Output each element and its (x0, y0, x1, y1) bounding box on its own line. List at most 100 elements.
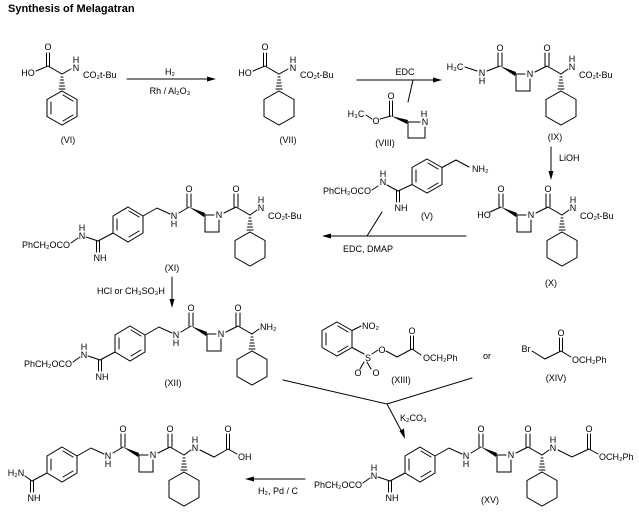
atom-label: OH (238, 452, 252, 462)
compound-label: (V) (421, 211, 433, 221)
compound-label: (VII) (280, 135, 297, 145)
bonds (24, 433, 238, 482)
compound-XII: PhCH₂OCO N H NH N H O N O NH₂ (XII) (24, 303, 277, 388)
atom-label: H (79, 223, 86, 233)
atom-label: H₃C (348, 109, 365, 119)
atom-label: O (387, 91, 394, 101)
atom-label: NH (94, 253, 107, 263)
atom-label: H (371, 463, 378, 473)
arrowhead (399, 428, 405, 439)
benzyl-ester: OCH₂Ph (599, 452, 634, 462)
bonds (351, 325, 422, 370)
atom-label: H (258, 195, 265, 205)
atom-label: O (166, 424, 173, 434)
bonds (252, 52, 289, 75)
atom-label: H (380, 169, 387, 179)
reagent-label: LiOH (559, 153, 580, 163)
atom-label: H (479, 76, 486, 86)
atom-label: N (527, 69, 534, 79)
cbz-group: PhCH₂OCO (314, 480, 362, 490)
atom-label: NO₂ (362, 321, 380, 331)
compound-IX: H₃C N H O N O N H CO₂t-Bu (IX) (447, 43, 613, 142)
benzyl-ester: OCH₂Ph (423, 353, 458, 363)
reagent-label: EDC, DMAP (343, 244, 393, 254)
arrowhead (169, 299, 175, 308)
bonds (464, 65, 501, 72)
atom-label: O (187, 303, 194, 313)
atom-label: O (557, 328, 564, 338)
atom-label: NH₂ (260, 322, 277, 332)
reaction-arrow (282, 377, 473, 435)
benzyl-ester: OCH₂Ph (572, 355, 607, 365)
atom-label: H (173, 338, 180, 348)
atom-label: O (119, 424, 126, 434)
atom-label: H (463, 459, 470, 469)
atom-label: N (570, 203, 577, 213)
atom-label: H (570, 195, 577, 205)
reagent-label: H₂ (165, 67, 175, 77)
compound-label: (VIII) (375, 138, 395, 148)
atom-label: N (290, 63, 297, 73)
compound-label: (IX) (548, 132, 563, 142)
compound-label: (XIII) (391, 375, 411, 385)
atom-label: NH (96, 372, 109, 382)
arrowhead (548, 171, 554, 180)
atom-label: O (44, 42, 51, 52)
atom-label: N (528, 210, 535, 220)
benzene-ring (411, 158, 443, 194)
compound-XIV: Br O OCH₂Ph (XIV) (522, 328, 607, 383)
atom-label: O (232, 184, 239, 194)
atom-label: NH (386, 493, 399, 503)
compound-XI: PhCH₂OCO N H NH N H O N O N H CO₂t-Bu (X… (22, 184, 302, 273)
atom-label: N (79, 231, 86, 241)
atom-label: N (216, 210, 223, 220)
reagent-label: Rh / Al₂O₃ (150, 86, 191, 96)
atom-label: O (234, 303, 241, 313)
atom-label: N (81, 350, 88, 360)
atom-label: N (380, 177, 387, 187)
boc-group: CO₂t-Bu (83, 70, 117, 80)
atom-label: NH (28, 493, 41, 503)
atom-label: N (508, 450, 515, 460)
atom-label: H₂N (8, 468, 25, 478)
compound-melagatran: H₂N NH N H O N O N H O OH (8, 424, 252, 507)
benzene-ring (321, 321, 353, 357)
azetidine-cyclohexyl-unit (498, 193, 578, 267)
atom-label: O (496, 43, 503, 53)
azetidine-cyclohexyl-unit (188, 312, 268, 386)
atom-label: Br (522, 344, 531, 354)
cbz-group: PhCH₂OCO (323, 186, 371, 196)
atom-label: N (371, 471, 378, 481)
atom-label: N (173, 330, 180, 340)
atom-label: H (105, 459, 112, 469)
atom-label: O (185, 184, 192, 194)
compound-VIII: O H₃C O N H (VIII) (348, 91, 429, 148)
atom-label: N (258, 203, 265, 213)
compound-label: (XI) (165, 263, 180, 273)
bonds (35, 52, 72, 75)
atom-label: N (105, 451, 112, 461)
wedge-bond (391, 116, 408, 124)
bonds (371, 159, 470, 203)
atom-label: N (192, 443, 199, 453)
atom-label: O (354, 368, 361, 378)
reagent-label: K₂CO₃ (400, 413, 427, 423)
cyclohexane-ring (263, 90, 295, 126)
boc-group: CO₂t-Bu (300, 70, 334, 80)
atom-label: HO (21, 68, 35, 78)
atom-label: N (73, 63, 80, 73)
hashed-bond (275, 76, 283, 90)
compound-V: NH₂ N H PhCH₂OCO NH (V) (323, 158, 489, 221)
atom-label: NH (395, 203, 408, 213)
compound-label: (XV) (481, 495, 499, 505)
atom-label: O (372, 116, 379, 126)
or-label: or (483, 351, 491, 361)
atom-label: O (544, 184, 551, 194)
atom-label: N (463, 451, 470, 461)
scheme-title: Synthesis of Melagatran (8, 3, 135, 15)
compound-label: (X) (545, 278, 557, 288)
atom-label: N (150, 450, 157, 460)
atom-label: H (569, 54, 576, 64)
bonds (365, 100, 393, 120)
